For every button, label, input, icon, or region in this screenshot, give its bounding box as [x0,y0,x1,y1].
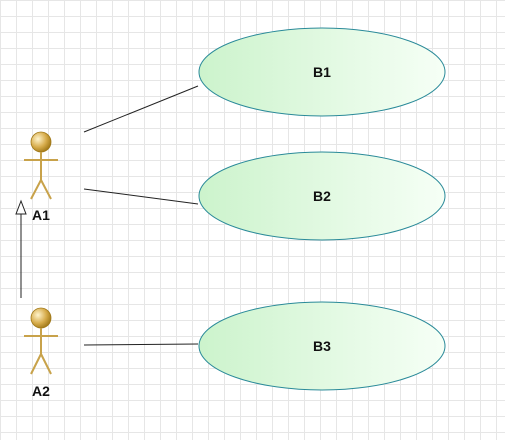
association-a1-b1[interactable] [83,85,199,133]
actor-a1[interactable]: A1 [24,131,58,223]
use-case-b3-ellipse [198,301,446,391]
generalization-arrowhead [15,199,27,215]
use-case-b1-label: B1 [313,64,331,80]
actor-a2-label: A2 [32,383,50,399]
association-a2-b3[interactable] [83,343,199,346]
use-case-b2-ellipse [198,151,446,241]
actor-a1-label: A1 [32,207,50,223]
generalization-a2-a1[interactable] [15,199,27,298]
actor-a1-figure-icon [24,131,58,200]
association-a1-b2[interactable] [83,188,199,205]
use-case-b1[interactable]: B1 [198,27,446,117]
actor-a2[interactable]: A2 [24,307,58,399]
use-case-b2[interactable]: B2 [198,151,446,241]
use-case-b3[interactable]: B3 [198,301,446,391]
use-case-b2-label: B2 [313,188,331,204]
use-case-b1-ellipse [198,27,446,117]
actor-a2-figure-icon [24,307,58,375]
use-case-b3-label: B3 [313,338,331,354]
